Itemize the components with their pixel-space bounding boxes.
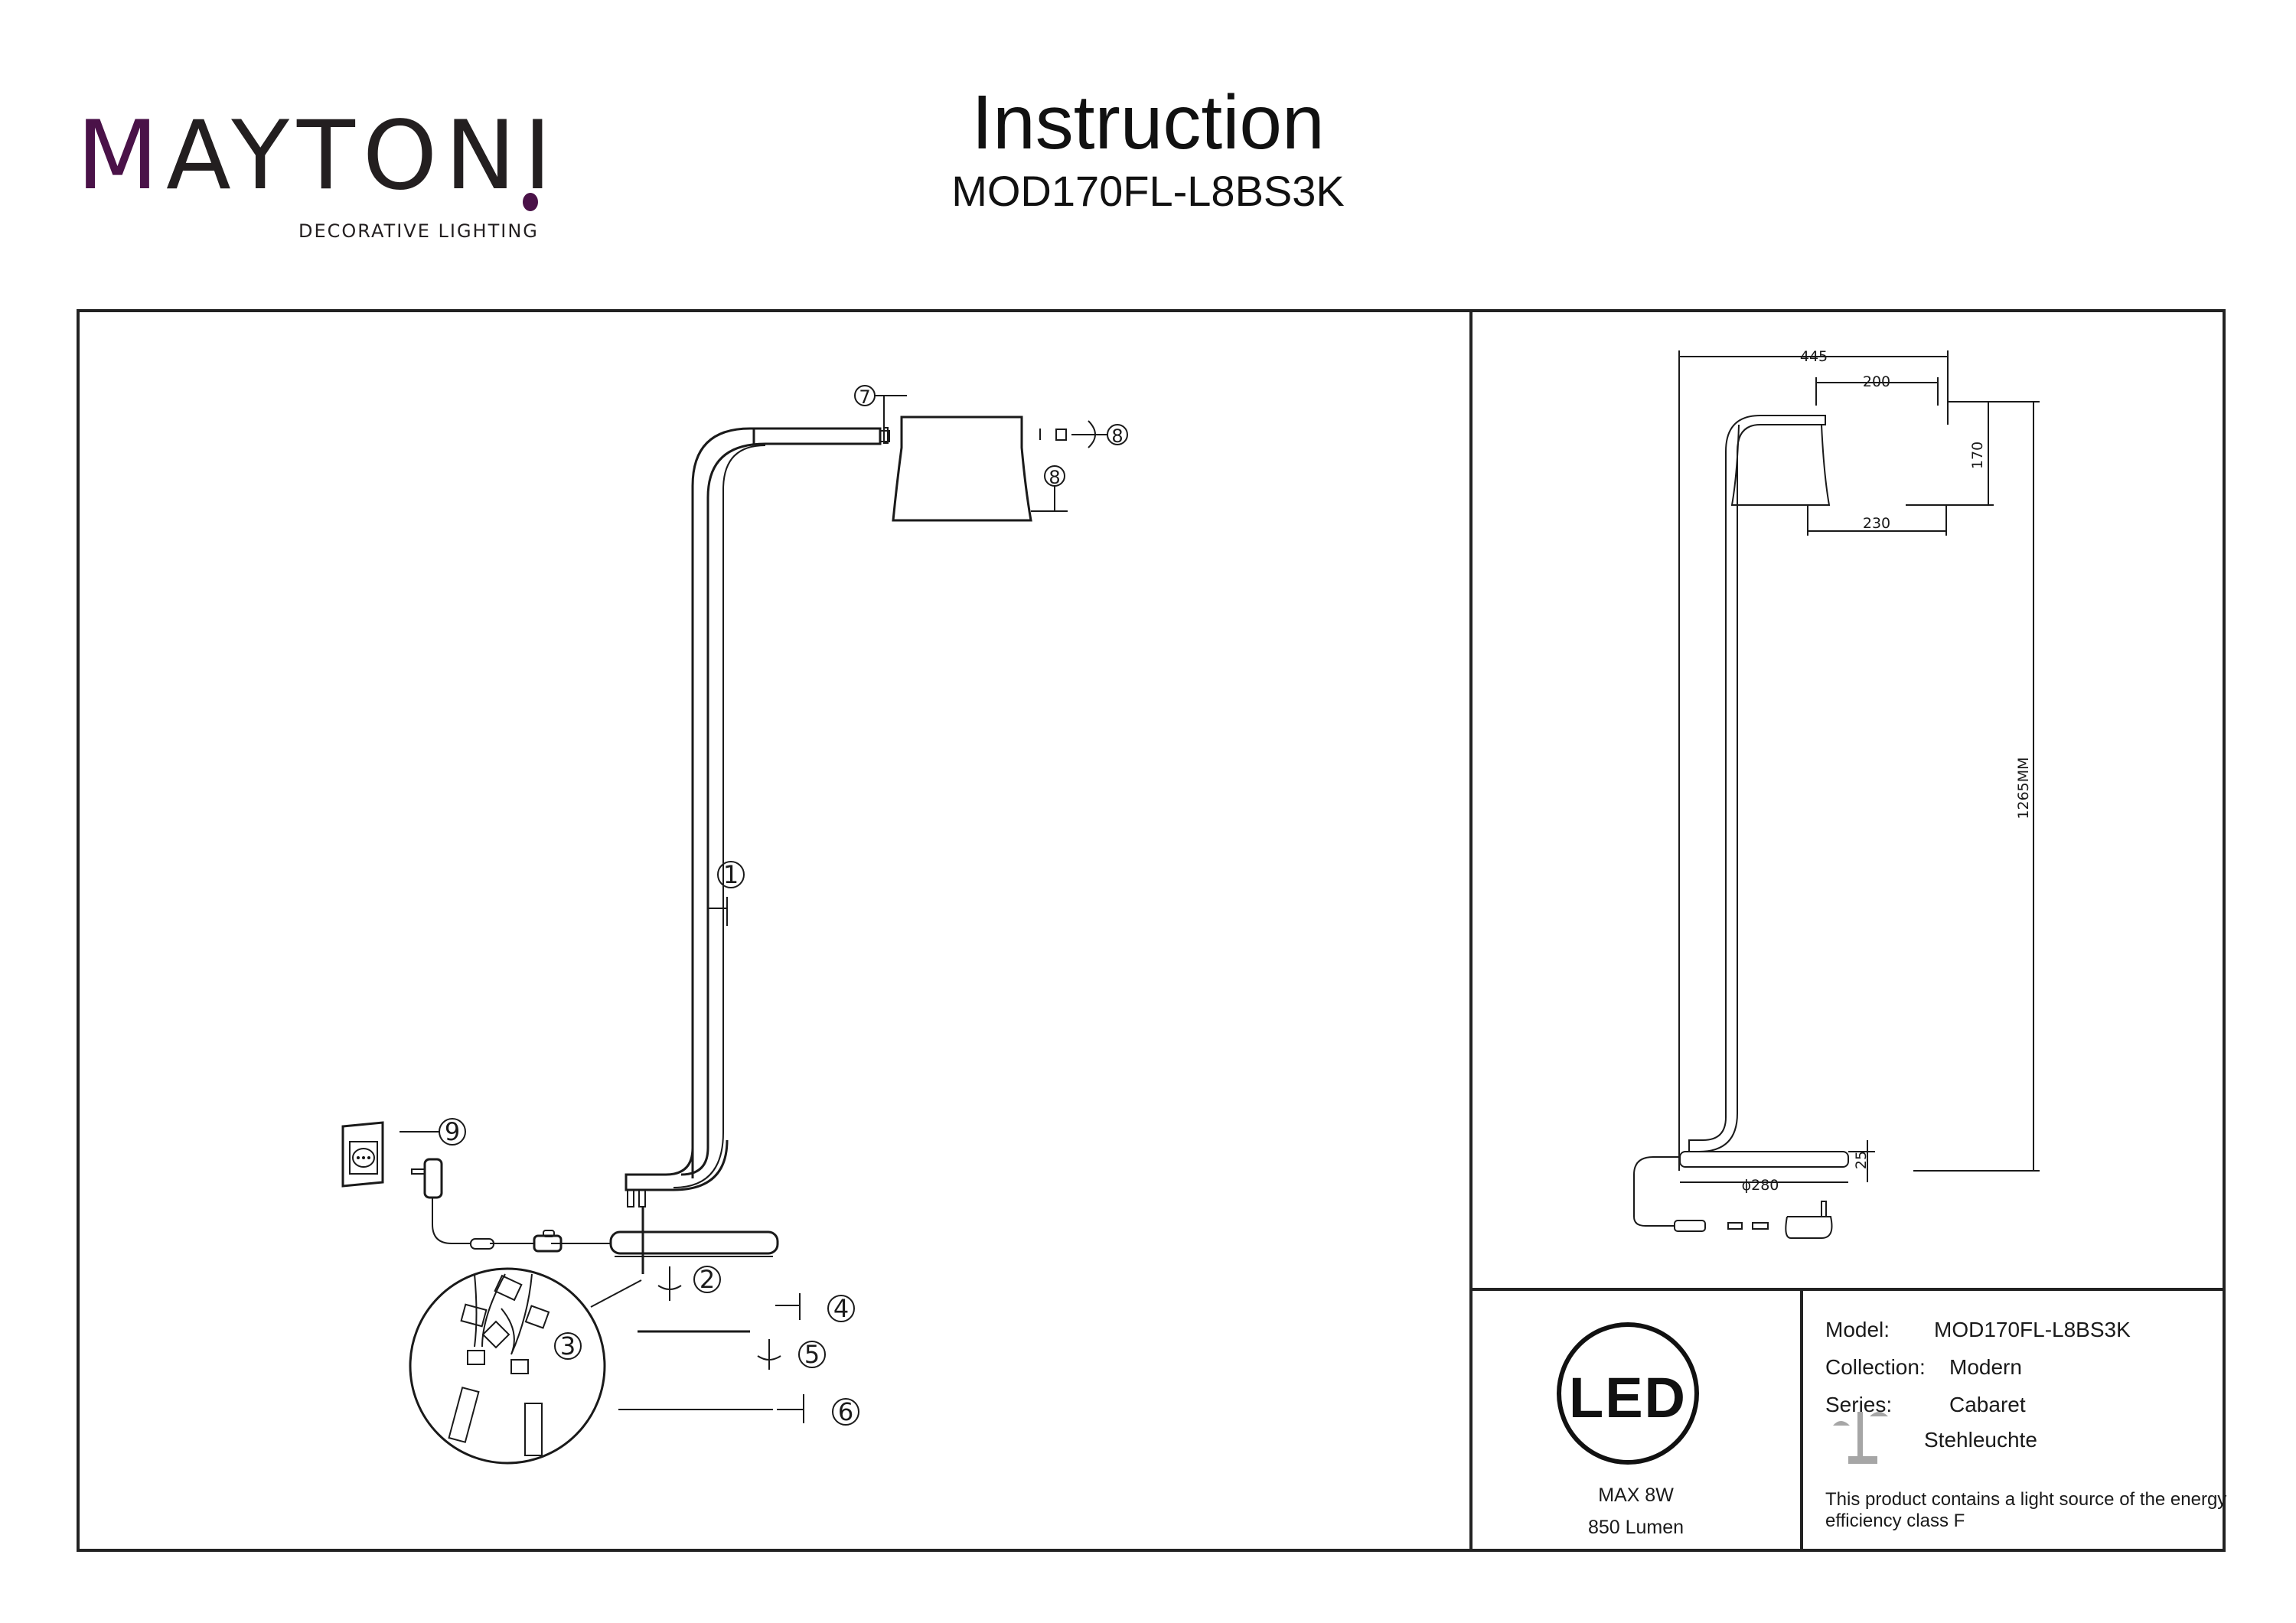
- model-label: Model:: [1825, 1318, 1890, 1341]
- page-title: Instruction: [971, 80, 1325, 165]
- wiring-detail-circle: [409, 1267, 606, 1465]
- step-8b-callout: 8: [1031, 465, 1068, 512]
- frame-divider-horizontal: [1469, 1288, 2226, 1291]
- svg-text:3: 3: [560, 1331, 576, 1361]
- step-8-callout: 8: [1039, 420, 1128, 448]
- product-type: Stehleuchte: [1924, 1428, 2037, 1452]
- frame-divider-spec: [1800, 1288, 1803, 1552]
- step-1-callout: 1: [708, 860, 745, 926]
- step-5-callout: 5: [638, 1330, 826, 1370]
- logo-letter-m: M: [77, 101, 166, 211]
- svg-text:4: 4: [833, 1294, 849, 1323]
- step-callouts: 1 2 3 4 5 6 7 8 8 9: [400, 385, 1128, 1426]
- step-9-callout: 9: [400, 1117, 466, 1146]
- logo-tagline: DECORATIVE LIGHTING: [298, 220, 539, 242]
- max-power: MAX 8W: [1598, 1484, 1674, 1506]
- svg-text:9: 9: [445, 1117, 460, 1146]
- collection-value: Modern: [1949, 1355, 2022, 1379]
- step-7-callout: 7: [854, 385, 907, 442]
- drawing-frame: [77, 309, 2226, 1552]
- lumen-rating: 850 Lumen: [1587, 1517, 1684, 1538]
- lamp-shade: [883, 416, 1032, 522]
- lamp-base: [609, 1230, 779, 1257]
- svg-text:1: 1: [723, 860, 739, 889]
- svg-text:2: 2: [700, 1265, 715, 1294]
- svg-text:8: 8: [1111, 425, 1123, 447]
- floor-lamp-icon: [1833, 1412, 1888, 1464]
- cable-and-switch: [411, 1158, 611, 1253]
- power-adapter-icon: [423, 1158, 443, 1199]
- series-value: Cabaret: [1949, 1393, 2026, 1416]
- svg-text:8: 8: [1049, 467, 1060, 488]
- step-6-callout: 6: [618, 1394, 859, 1426]
- svg-text:6: 6: [838, 1397, 853, 1426]
- assembly-diagram: 1 2 3 4 5 6 7 8 8 9: [341, 385, 1128, 1465]
- logo-wordmark: MAYTONI: [77, 109, 559, 204]
- svg-text:5: 5: [804, 1340, 820, 1369]
- brand-logo: MAYTONI DECORATIVE LIGHTING: [77, 99, 552, 242]
- model-value: MOD170FL-L8BS3K: [1934, 1318, 2131, 1341]
- lamp-arm: [625, 427, 890, 1274]
- energy-efficiency-note: This product contains a light source of …: [1825, 1489, 2227, 1531]
- svg-text:7: 7: [859, 386, 870, 408]
- led-label: LED: [1569, 1366, 1687, 1429]
- step-2-callout: 2: [590, 1265, 721, 1308]
- frame-divider-vertical: [1469, 309, 1473, 1552]
- wall-socket-icon: [341, 1121, 384, 1188]
- collection-label: Collection:: [1825, 1355, 1926, 1379]
- led-badge-circle: [1557, 1322, 1699, 1465]
- logo-letters: AYTONI: [166, 101, 559, 211]
- step-3-callout: 3: [554, 1331, 582, 1361]
- step-4-callout: 4: [775, 1293, 855, 1323]
- model-code: MOD170FL-L8BS3K: [951, 167, 1345, 215]
- logo-dot-icon: [523, 193, 538, 211]
